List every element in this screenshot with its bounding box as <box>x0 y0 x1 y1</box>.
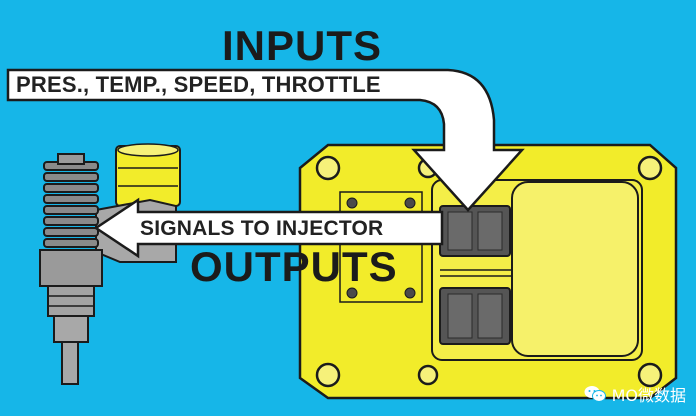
fuel-injector <box>39 143 181 385</box>
injector-body <box>39 249 103 287</box>
inputs-heading: INPUTS <box>222 22 383 69</box>
outputs-arrow <box>93 197 444 259</box>
injector-nozzle <box>61 341 79 385</box>
ecm-connector-bottom <box>439 287 511 345</box>
ecm-module <box>298 143 678 400</box>
watermark: MO微数据 <box>584 382 686 406</box>
wechat-icon <box>584 386 606 402</box>
inputs-arrow-label: PRES., TEMP., SPEED, THROTTLE <box>16 72 381 97</box>
watermark-text: MO微数据 <box>611 386 686 405</box>
mounting-holes <box>315 155 663 388</box>
inputs-arrow <box>6 68 525 212</box>
outputs-heading: OUTPUTS <box>190 243 398 290</box>
outputs-arrow-label: SIGNALS TO INJECTOR <box>140 217 384 240</box>
injector-spring <box>43 161 99 248</box>
ecm-connector-top <box>439 205 511 257</box>
